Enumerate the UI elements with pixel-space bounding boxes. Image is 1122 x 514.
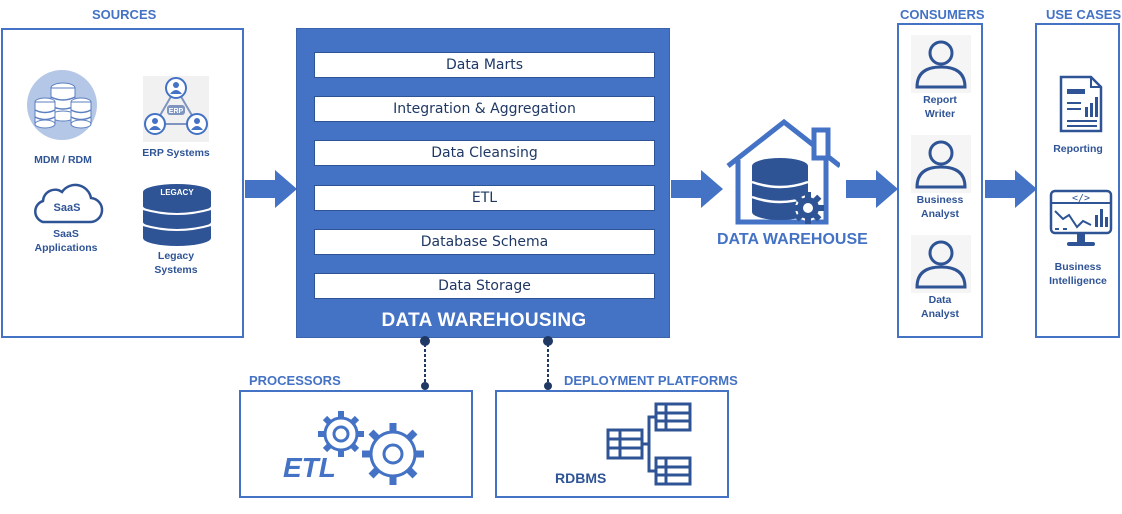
data-warehousing-box: Data Marts Integration & Aggregation Dat…	[296, 28, 670, 338]
use-case-reporting-label: Reporting	[1037, 142, 1119, 156]
data-analyst-line1: Data	[928, 294, 952, 306]
svg-text:</>: </>	[1072, 193, 1090, 204]
saas-label-line1: SaaS	[53, 228, 79, 240]
erp-network-icon: ERP	[143, 76, 209, 142]
legacy-database-icon: LEGACY	[141, 182, 213, 248]
gears-icon	[311, 402, 431, 490]
business-analyst-person-icon	[911, 135, 971, 193]
mdm-label: MDM / RDM	[34, 154, 92, 166]
mdm-database-icon	[27, 70, 97, 140]
business-analyst-line1: Business	[916, 194, 964, 206]
report-writer-line1: Report	[923, 94, 957, 106]
rdbms-tables-icon	[604, 400, 696, 490]
consumer-data-analyst-label: Data Analyst	[899, 293, 981, 321]
layer-storage: Data Storage	[314, 273, 655, 299]
processors-panel: ETL	[239, 390, 473, 498]
flow-arrow-consumers	[985, 170, 1037, 208]
flow-arrow-warehouse	[846, 170, 898, 208]
erp-badge-text: ERP	[169, 108, 184, 115]
layer-data-marts: Data Marts	[314, 52, 655, 78]
processors-connector	[418, 334, 432, 392]
data-analyst-line2: Analyst	[921, 308, 959, 320]
saas-cloud-icon: SaaS	[27, 180, 105, 226]
processors-etl-label: ETL	[283, 452, 336, 483]
layer-etl: ETL	[314, 185, 655, 211]
flow-arrow-warehousing	[671, 170, 723, 208]
layer-schema: Database Schema	[314, 229, 655, 255]
warehouse-house-icon	[722, 116, 840, 228]
sources-heading: SOURCES	[92, 7, 157, 22]
deployment-rdbms-label: RDBMS	[555, 470, 607, 486]
flow-arrow-sources	[245, 170, 297, 208]
consumer-report-writer-label: Report Writer	[899, 93, 981, 121]
saas-label: SaaS Applications	[16, 227, 116, 255]
consumers-heading: CONSUMERS	[900, 7, 985, 22]
reporting-document-icon	[1057, 73, 1105, 135]
saas-cloud-text: SaaS	[54, 202, 81, 214]
processors-heading: PROCESSORS	[249, 373, 341, 388]
deployment-heading: DEPLOYMENT PLATFORMS	[564, 373, 738, 388]
business-analyst-line2: Analyst	[921, 208, 959, 220]
consumers-panel: Report Writer Business Analyst Data Anal…	[897, 23, 983, 338]
bi-line1: Business	[1054, 261, 1102, 273]
bi-line2: Intelligence	[1049, 275, 1107, 287]
report-writer-person-icon	[911, 35, 971, 93]
legacy-label-line1: Legacy	[157, 250, 195, 262]
use-cases-heading: USE CASES	[1046, 7, 1122, 22]
legacy-label: Legacy Systems	[126, 249, 226, 277]
reporting-line1: Reporting	[1053, 143, 1103, 155]
layer-cleansing: Data Cleansing	[314, 140, 655, 166]
data-analyst-person-icon	[911, 235, 971, 293]
data-warehousing-title: DATA WAREHOUSING	[381, 310, 587, 331]
erp-label: ERP Systems	[142, 147, 210, 159]
report-writer-line2: Writer	[924, 108, 956, 120]
legacy-label-line2: Systems	[154, 264, 198, 276]
legacy-badge-text: LEGACY	[160, 188, 194, 197]
deployment-connector	[541, 334, 555, 392]
layer-integration: Integration & Aggregation	[314, 96, 655, 122]
deployment-panel: RDBMS	[495, 390, 729, 498]
use-case-bi-label: Business Intelligence	[1037, 260, 1119, 288]
use-cases-panel: Reporting </> Business Intelligence	[1035, 23, 1120, 338]
consumer-business-analyst-label: Business Analyst	[899, 193, 981, 221]
warehouse-label: DATA WAREHOUSE	[717, 231, 868, 248]
saas-label-line2: Applications	[34, 242, 98, 254]
sources-panel: MDM / RDM ERP ERP Systems SaaS SaaS Appl…	[1, 28, 244, 338]
bi-monitor-icon: </>	[1049, 189, 1113, 251]
